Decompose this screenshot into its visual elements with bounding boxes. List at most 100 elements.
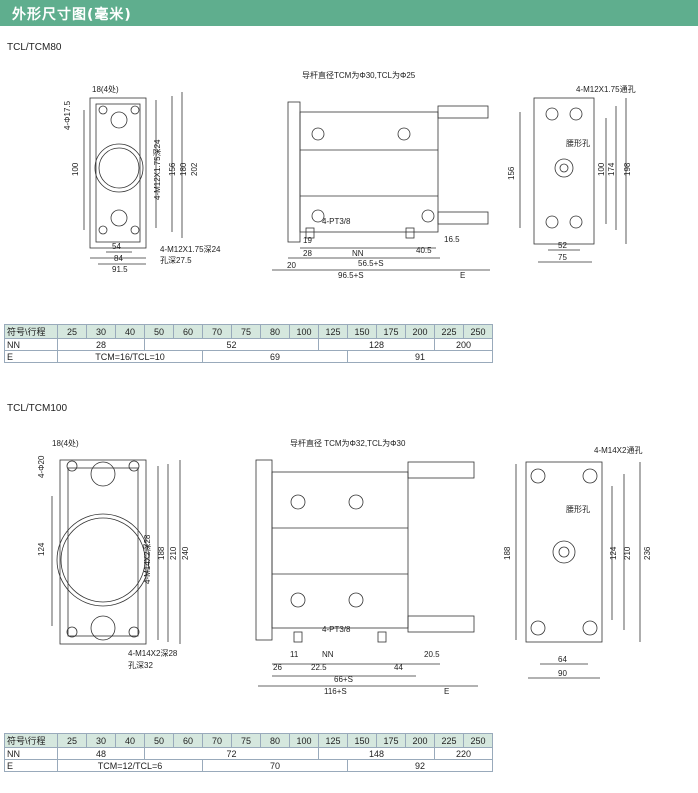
dim-end80-1: 4-M12X1.75通孔: [576, 84, 636, 94]
dim-front100-4: 4-M14X2深28: [143, 534, 152, 584]
dim-front80-11: 4-M12X1.75深24: [160, 245, 221, 254]
dim-end80-5: 174: [607, 162, 616, 176]
note-guide-100: 导杆直径 TCM为Φ32,TCL为Φ30: [290, 438, 406, 448]
dim-side80-5: 40.5: [416, 246, 432, 255]
th-stroke: 75: [231, 733, 261, 748]
dim-side80-8: 56.5+S: [358, 259, 384, 268]
dim-front80-3: 100: [71, 162, 80, 176]
front-view-80: [83, 92, 183, 265]
th-stroke: 200: [405, 733, 435, 748]
dim-end80-7: 52: [558, 241, 567, 250]
end-view-100: [515, 461, 641, 679]
th-stroke: 225: [434, 324, 464, 339]
table-cell: TCM=12/TCL=6: [57, 759, 203, 772]
side-view-80: [272, 101, 490, 271]
table-cell: 70: [202, 759, 348, 772]
dim-front80-6: 180: [179, 162, 188, 176]
dim-side100-6: 44: [394, 663, 403, 672]
th-stroke: 60: [173, 733, 203, 748]
table-cell: 72: [144, 747, 319, 760]
dim-side80-3: 28: [303, 249, 312, 258]
th-stroke: 250: [463, 324, 493, 339]
th-stroke: 75: [231, 324, 261, 339]
dim-front100-2: 4-Φ20: [37, 455, 46, 478]
dim-end80-4: 100: [597, 162, 606, 176]
header-title: 外形尺寸图(毫米): [12, 7, 132, 23]
th-stroke: 150: [347, 324, 377, 339]
dim-end80-8: 75: [558, 253, 567, 262]
dim-end100-6: 236: [643, 546, 652, 560]
row-label-nn: NN: [4, 747, 58, 760]
table-cell: 52: [144, 338, 319, 351]
dim-end100-4: 124: [609, 546, 618, 560]
dim-side100-7: 20.5: [424, 650, 440, 659]
spec-table-100: 符号\行程 25 30 40 50 60 70 75 80 100 125 15…: [4, 733, 493, 772]
th-stroke: 40: [115, 324, 145, 339]
th-stroke: 25: [57, 733, 87, 748]
row-label-e: E: [4, 350, 58, 363]
th-stroke: 225: [434, 733, 464, 748]
table-cell: 220: [434, 747, 493, 760]
th-stroke: 70: [202, 324, 232, 339]
model-label-100: TCL/TCM100: [7, 403, 68, 414]
dim-front80-7: 202: [190, 162, 199, 176]
table-cell: 28: [57, 338, 145, 351]
dim-front80-1: 18(4处): [92, 84, 119, 94]
th-stroke: 30: [86, 324, 116, 339]
dim-side80-10: E: [460, 271, 465, 280]
spec-table-80: 符号\行程 25 30 40 50 60 70 75 80 100 125 15…: [4, 324, 493, 363]
th-stroke: 25: [57, 324, 87, 339]
th-stroke: 100: [289, 324, 319, 339]
dim-end80-3: 156: [507, 166, 516, 180]
dim-side100-10: E: [444, 687, 449, 696]
row-label-e: E: [4, 759, 58, 772]
th-stroke: 50: [144, 324, 174, 339]
dim-side100-9: 116+S: [324, 687, 347, 696]
th-stroke: 125: [318, 324, 348, 339]
dim-end100-5: 210: [623, 546, 632, 560]
dim-side100-4: 22.5: [311, 663, 327, 672]
dim-front80-4: 4-M12X1.75深24: [153, 139, 162, 200]
dim-front80-9: 84: [114, 254, 123, 263]
dim-front100-8: 4-M14X2深28: [128, 649, 178, 658]
dim-end100-3: 188: [503, 546, 512, 560]
dim-side80-7: 20: [287, 261, 296, 270]
th-stroke: 60: [173, 324, 203, 339]
dim-front100-7: 240: [181, 546, 190, 560]
front-view-100: [51, 459, 181, 645]
dim-side100-3: 26: [273, 663, 282, 672]
dim-front80-10: 91.5: [112, 265, 128, 274]
drawing-tcm100: 18(4处) 4-Φ20 124 4-M14X2深28 188 210 240 …: [37, 438, 652, 696]
dim-side100-1: 4-PT3/8: [322, 625, 351, 634]
table-cell: 91: [347, 350, 493, 363]
dim-side100-8: 66+S: [334, 675, 353, 684]
dim-side80-1: 4-PT3/8: [322, 217, 351, 226]
dim-end80-2: 腰形孔: [566, 139, 590, 148]
th-stroke: 30: [86, 733, 116, 748]
th-stroke: 50: [144, 733, 174, 748]
th-stroke: 200: [405, 324, 435, 339]
dim-end100-8: 90: [558, 669, 567, 678]
dim-front80-8: 54: [112, 242, 121, 251]
dim-front80-5: 156: [168, 162, 177, 176]
dim-end100-2: 腰形孔: [566, 505, 590, 514]
dim-side80-6: 16.5: [444, 235, 460, 244]
th-stroke: 175: [376, 324, 406, 339]
table-cell: 200: [434, 338, 493, 351]
dim-end80-6: 198: [623, 162, 632, 176]
th-label: 符号\行程: [4, 324, 58, 339]
th-stroke: 100: [289, 733, 319, 748]
dim-front100-3: 124: [37, 542, 46, 556]
dim-front100-6: 210: [169, 546, 178, 560]
row-label-nn: NN: [4, 338, 58, 351]
th-stroke: 250: [463, 733, 493, 748]
th-stroke: 80: [260, 733, 290, 748]
dim-side80-9: 96.5+S: [338, 271, 364, 280]
table-cell: 128: [318, 338, 435, 351]
th-label: 符号\行程: [4, 733, 58, 748]
section-header: 外形尺寸图(毫米): [0, 0, 698, 26]
th-stroke: 175: [376, 733, 406, 748]
note-guide-80: 导杆直径TCM为Φ30,TCL为Φ25: [302, 70, 416, 80]
dim-front80-2: 4-Φ17.5: [63, 100, 72, 130]
dim-side100-5: NN: [322, 650, 334, 659]
